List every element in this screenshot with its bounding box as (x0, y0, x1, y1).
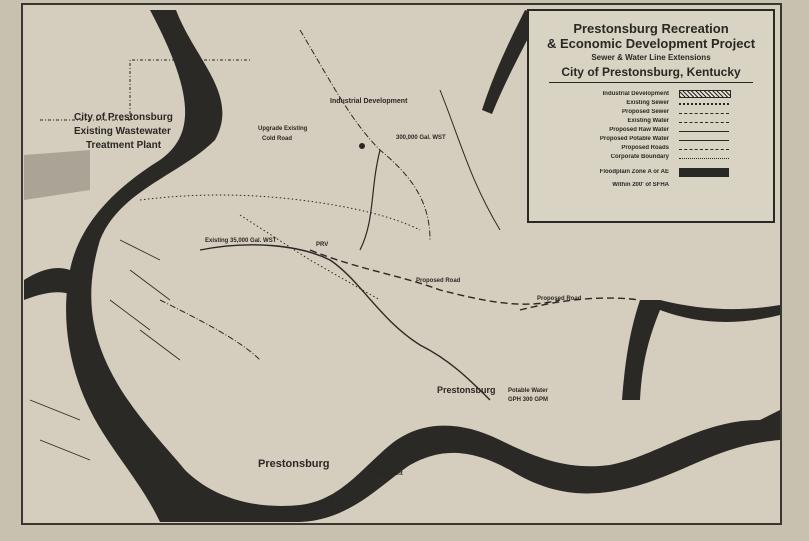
legend-item: Industrial Development (529, 89, 773, 98)
road-center-label: Proposed Road (416, 278, 461, 284)
wastewater-label-2: Existing Wastewater (74, 126, 171, 137)
proposed-water-line (199, 244, 491, 401)
upgrade-label-1: Upgrade Existing (258, 126, 308, 132)
legend-item: Existing Water (529, 116, 773, 125)
wastewater-label-1: City of Prestonsburg (74, 112, 173, 123)
legend-city: City of Prestonsburg, Kentucky (561, 65, 741, 79)
river-upper-right (482, 10, 540, 114)
legend-item-symbol (679, 103, 729, 105)
legend-item-symbol (679, 157, 729, 159)
legend-divider (549, 82, 753, 83)
legend-item-symbol (679, 139, 729, 141)
road-right-label: Proposed Road (537, 296, 582, 302)
industrial-label: Industrial Development (330, 98, 408, 105)
gal-east-label: 300,000 Gal. WST (396, 135, 446, 141)
legend-item-label: Proposed Roads (621, 144, 669, 151)
legend-item: Proposed Roads (529, 143, 773, 152)
potable-label-2: GPH 300 GPM (508, 397, 548, 403)
proposed-road-right (519, 297, 641, 311)
river-shade-left (24, 150, 90, 200)
legend-subtitle: Sewer & Water Line Extensions (591, 53, 711, 62)
creek-lines (29, 239, 181, 461)
legend-item-label: Existing Sewer (626, 99, 669, 106)
legend-item-symbol (679, 148, 729, 150)
legend-item: Proposed Raw Water (529, 125, 773, 134)
legend-item: Within 200' of SFHA (529, 180, 773, 189)
legend-item-symbol (679, 182, 729, 188)
wastewater-label-3: Treatment Plant (86, 140, 162, 151)
legend-item-label: Corporate Boundary (610, 153, 669, 160)
existing-water-line (299, 29, 431, 241)
legend-item-symbol (679, 112, 729, 114)
gal-west-label: Existing 35,000 Gal. WST (205, 238, 277, 244)
legend-item-label: Proposed Potable Water (599, 135, 669, 142)
legend-item-symbol (679, 130, 729, 132)
legend-item: Proposed Potable Water (529, 134, 773, 143)
prv-label: PRV (316, 242, 328, 248)
industrial-site-marker (359, 143, 365, 149)
legend-item: Corporate Boundary (529, 152, 773, 161)
map-legend: Prestonsburg Recreation & Economic Devel… (527, 9, 775, 223)
river-branch-left (24, 268, 72, 300)
legend-item-label: Floodplain Zone A or AE (599, 169, 669, 175)
proposed-road-center (309, 249, 561, 305)
upgrade-label-2: Cold Road (262, 136, 292, 142)
legend-item-label: Proposed Raw Water (609, 126, 669, 133)
legend-item-label: Existing Water (627, 117, 669, 124)
proposed-water-line-2 (359, 149, 381, 251)
legend-item-label: Industrial Development (602, 90, 669, 97)
potable-label-1: Potable Water (508, 388, 548, 394)
river-right-tributary (622, 300, 780, 400)
legend-item: Floodplain Zone A or AE (529, 164, 773, 180)
legend-item-symbol (679, 167, 729, 177)
legend-item-label: Within 200' of SFHA (612, 181, 669, 188)
river-main (66, 10, 780, 522)
legend-title-2: & Economic Development Project (546, 36, 756, 51)
legend-item-label: Proposed Sewer (621, 108, 669, 115)
existing-sewer-line (139, 194, 421, 231)
plant-label: Water Plant (370, 471, 403, 477)
legend-title-1: Prestonsburg Recreation (573, 21, 729, 36)
legend-item: Proposed Sewer (529, 107, 773, 116)
town-lower-label: Prestonsburg (258, 458, 330, 470)
legend-item-symbol (679, 89, 731, 98)
existing-sewer-line-2 (239, 214, 381, 301)
town-center-label: Prestonsburg (437, 385, 496, 395)
legend-item-symbol (679, 121, 729, 123)
proposed-water-line-3 (439, 89, 501, 231)
legend-item: Existing Sewer (529, 98, 773, 107)
corporate-boundary (40, 59, 250, 121)
existing-water-line-2 (159, 299, 261, 361)
